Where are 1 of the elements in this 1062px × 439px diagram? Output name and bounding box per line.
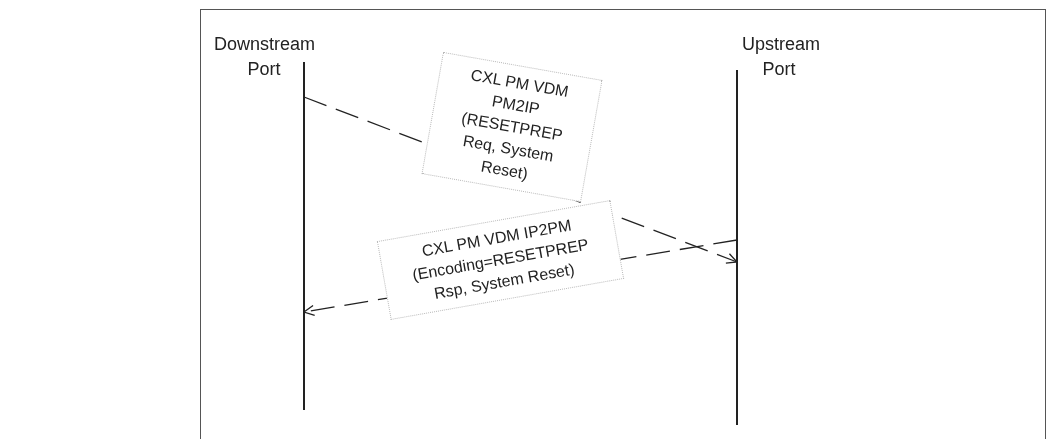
participant-label: Downstream Port <box>214 33 314 81</box>
